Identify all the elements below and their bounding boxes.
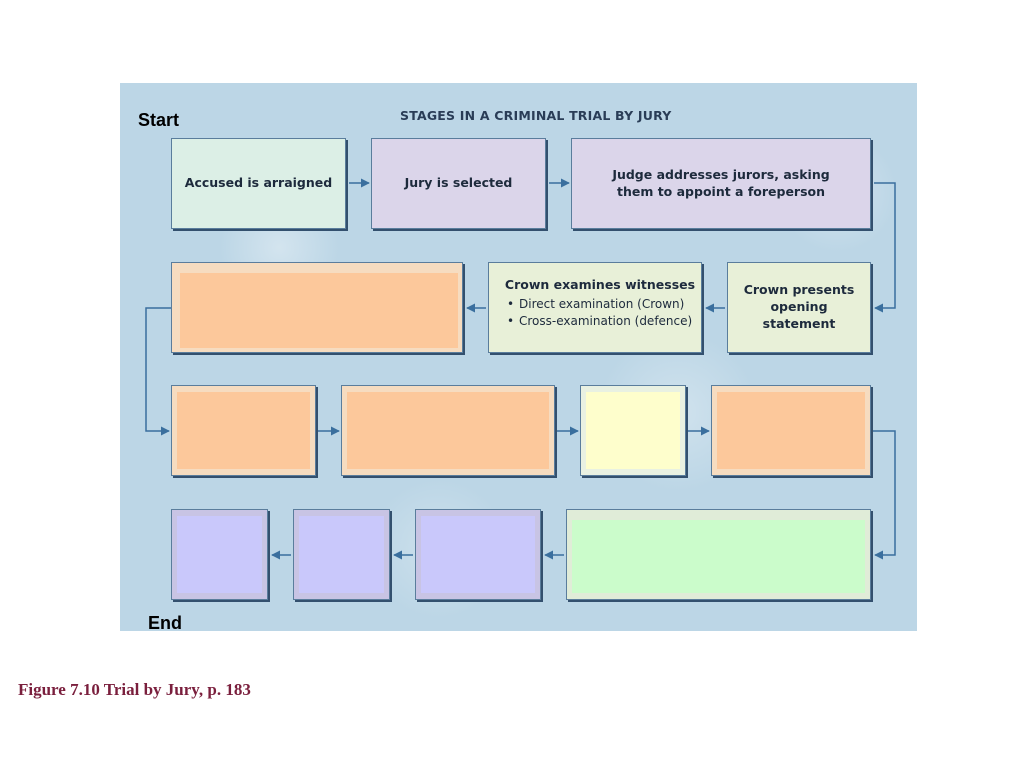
node-hidden-row4-d: [566, 509, 871, 600]
node-crown-opening-label: Crown presents opening statement: [743, 282, 855, 331]
hidden-stage-fill: [299, 516, 384, 593]
node-hidden-row3-c: [580, 385, 686, 476]
node-hidden-row2-left: [171, 262, 463, 353]
node-hidden-row3-b: [341, 385, 555, 476]
hidden-stage-fill: [421, 516, 535, 593]
hidden-stage-fill: [572, 520, 865, 593]
node-hidden-row4-a: [171, 509, 268, 600]
arrow-row3-to-row4: [873, 430, 896, 560]
node-hidden-row4-c: [415, 509, 541, 600]
diagram-title: STAGES IN A CRIMINAL TRIAL BY JURY: [400, 108, 672, 123]
hidden-stage-fill: [717, 392, 865, 469]
hidden-stage-fill: [177, 392, 310, 469]
node-accused-arraigned-label: Accused is arraigned: [184, 175, 333, 191]
node-hidden-row4-b: [293, 509, 390, 600]
node-jury-selected-label: Jury is selected: [404, 175, 513, 191]
node-judge-addresses: Judge addresses jurors, asking them to a…: [571, 138, 871, 229]
node-jury-selected: Jury is selected: [371, 138, 546, 229]
node-hidden-row3-a: [171, 385, 316, 476]
node-accused-arraigned: Accused is arraigned: [171, 138, 346, 229]
hidden-stage-fill: [347, 392, 549, 469]
witness-bullet-list: • Direct examination (Crown) • Cross-exami…: [499, 296, 701, 330]
figure-caption: Figure 7.10 Trial by Jury, p. 183: [18, 680, 251, 699]
witness-bullet-text: Direct examination (Crown): [519, 296, 685, 311]
bullet-icon: •: [507, 313, 515, 328]
hidden-stage-fill: [586, 392, 680, 469]
node-crown-opening: Crown presents opening statement: [727, 262, 871, 353]
arrow-judge-to-opening: [874, 182, 896, 313]
hidden-stage-fill: [177, 516, 262, 593]
witness-bullet-item: • Cross-examination (defence): [507, 313, 701, 330]
start-label: Start: [138, 110, 180, 130]
witness-bullet-text: Cross-examination (defence): [519, 313, 693, 328]
node-hidden-row3-d: [711, 385, 871, 476]
bullet-icon: •: [507, 296, 515, 311]
node-crown-examines-heading: Crown examines witnesses: [504, 277, 696, 292]
hidden-stage-fill: [180, 273, 458, 348]
node-crown-examines: Crown examines witnesses • Direct examina…: [488, 262, 702, 353]
node-judge-addresses-label: Judge addresses jurors, asking them to a…: [612, 166, 830, 199]
arrow-row2-to-row3: [145, 307, 171, 436]
witness-bullet-item: • Direct examination (Crown): [507, 296, 701, 313]
end-label: End: [148, 613, 182, 633]
